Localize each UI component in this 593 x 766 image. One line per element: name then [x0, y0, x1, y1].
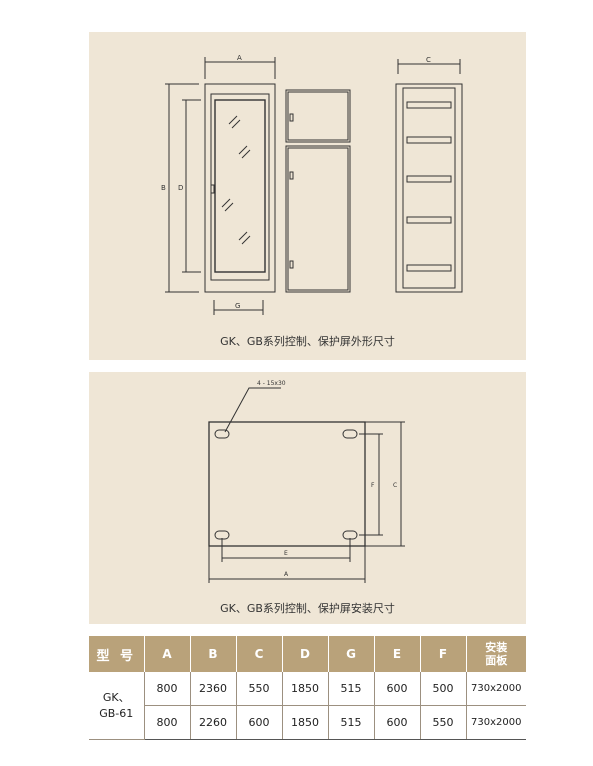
cell-g: 515 [328, 672, 375, 706]
header-panel-line1: 安装 [485, 641, 508, 654]
dim-label-g: G [235, 302, 240, 310]
cell-e: 600 [374, 705, 421, 740]
hole-spec-label: 4 - 15x30 [257, 380, 286, 387]
table-header-row: 型 号 A B C D G E F 安装 面板 [89, 636, 526, 672]
model-cell: GK、 GB-61 [89, 672, 145, 740]
dim-label-c2: C [393, 482, 397, 489]
header-f: F [420, 636, 467, 672]
cell-f: 500 [420, 672, 467, 706]
header-model: 型 号 [89, 636, 145, 672]
cell-c: 550 [236, 672, 283, 706]
dim-label-d: D [178, 184, 183, 192]
dim-label-e: E [284, 550, 288, 557]
table-row: GK、 GB-61 800 2360 550 1850 515 600 500 … [89, 672, 526, 740]
header-panel-line2: 面板 [485, 654, 508, 667]
dim-label-a: A [237, 54, 242, 62]
cell-f: 550 [420, 705, 467, 740]
model-line1: GK、 [102, 690, 130, 704]
cell-panel: 730x2000 [466, 672, 526, 706]
header-b: B [190, 636, 237, 672]
outline-drawing: A B D G C [161, 54, 463, 315]
cell-e: 600 [374, 672, 421, 706]
spec-table: 型 号 A B C D G E F 安装 面板 GK、 GB-61 800 23… [89, 636, 526, 740]
cell-c: 600 [236, 705, 283, 740]
install-drawing: 4 - 15x30 E A F C [208, 380, 405, 583]
dim-label-b: B [161, 184, 166, 192]
header-a: A [144, 636, 191, 672]
dim-label-f: F [371, 482, 375, 489]
cell-panel: 730x2000 [466, 705, 526, 740]
dim-label-c: C [426, 56, 431, 64]
cell-d: 1850 [282, 672, 329, 706]
header-e: E [374, 636, 421, 672]
outline-figure-panel: A B D G C GK、GB系列控制、保护屏外形尺寸 [89, 32, 526, 360]
dim-label-a2: A [284, 571, 289, 578]
outline-figure-caption: GK、GB系列控制、保护屏外形尺寸 [220, 335, 395, 348]
install-figure-panel: 4 - 15x30 E A F C GK、GB系列控制、保护屏安装尺寸 [89, 372, 526, 624]
cell-a: 800 [144, 672, 191, 706]
header-d: D [282, 636, 329, 672]
cell-d: 1850 [282, 705, 329, 740]
table-row: 800 2260 600 1850 515 600 550 730x2000 [89, 705, 526, 740]
cell-a: 800 [144, 705, 191, 740]
cell-b: 2360 [190, 672, 237, 706]
cell-b: 2260 [190, 705, 237, 740]
model-line2: GB-61 [99, 706, 134, 720]
header-panel: 安装 面板 [466, 636, 526, 672]
header-g: G [328, 636, 375, 672]
cell-g: 515 [328, 705, 375, 740]
install-figure-caption: GK、GB系列控制、保护屏安装尺寸 [220, 602, 395, 615]
header-c: C [236, 636, 283, 672]
